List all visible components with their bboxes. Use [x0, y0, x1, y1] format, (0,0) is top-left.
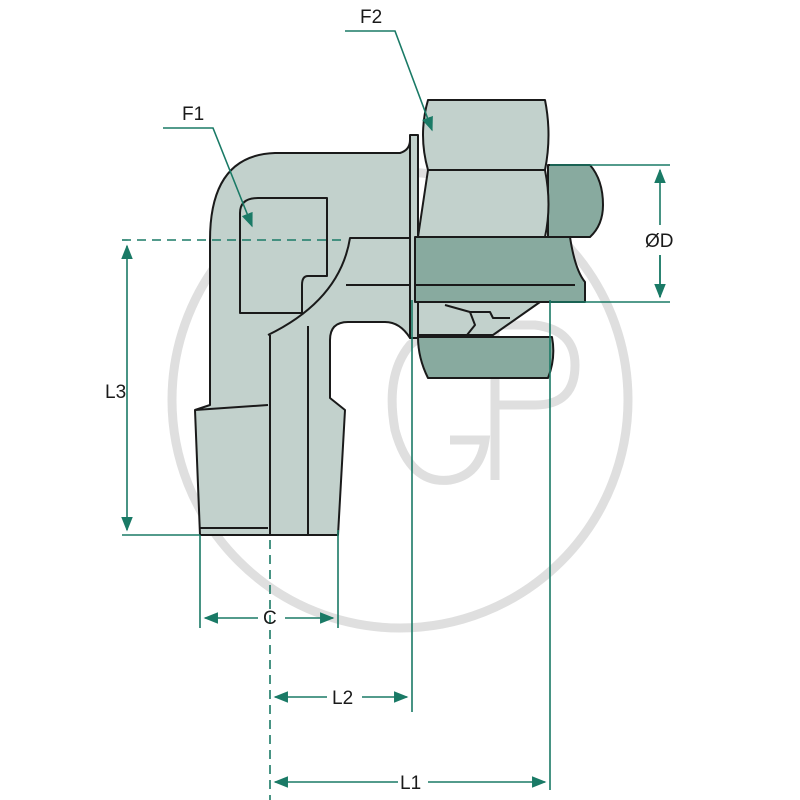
label-f1: F1 — [182, 104, 204, 125]
label-l1: L1 — [400, 773, 421, 794]
label-l2: L2 — [332, 688, 353, 709]
union-nut — [409, 99, 604, 379]
label-od: ØD — [645, 231, 674, 252]
label-f2: F2 — [360, 7, 382, 28]
label-c: C — [263, 608, 277, 629]
dimension-lines — [121, 30, 670, 800]
label-l3: L3 — [105, 382, 126, 403]
elbow-body — [194, 139, 415, 536]
